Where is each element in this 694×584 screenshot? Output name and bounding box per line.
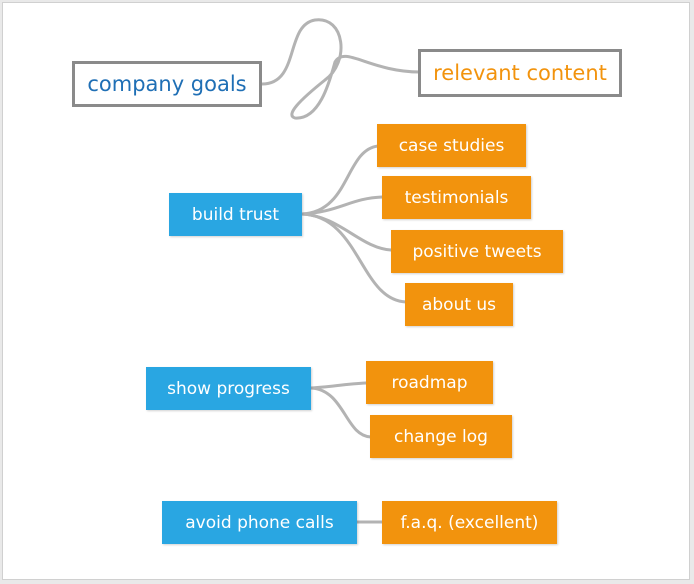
content-case-studies: case studies	[377, 124, 526, 167]
link-show-progress-roadmap	[309, 381, 368, 390]
goal-label: build trust	[191, 204, 280, 225]
goal-label: avoid phone calls	[185, 512, 334, 533]
content-label: about us	[421, 294, 497, 315]
goal-show-progress: show progress	[146, 367, 311, 410]
goal-avoid-phone-calls: avoid phone calls	[162, 501, 357, 544]
content-roadmap: roadmap	[366, 361, 493, 404]
content-about-us: about us	[405, 283, 513, 326]
content-label: roadmap	[391, 372, 468, 393]
content-label: change log	[394, 426, 488, 447]
content-change-log: change log	[370, 415, 512, 458]
content-label: positive tweets	[412, 241, 542, 262]
content-testimonials: testimonials	[382, 176, 531, 219]
link-build-trust-about-us	[300, 212, 408, 304]
content-faq: f.a.q. (excellent)	[382, 501, 557, 544]
goal-build-trust: build trust	[169, 193, 302, 236]
content-label: case studies	[398, 135, 505, 156]
content-label: testimonials	[404, 187, 509, 208]
goal-label: show progress	[167, 378, 290, 399]
link-build-trust-positive-tweets	[300, 212, 393, 252]
content-positive-tweets: positive tweets	[391, 230, 563, 273]
relevant-content-label: relevant content	[433, 61, 607, 85]
link-build-trust-testimonials	[300, 195, 385, 216]
link-build-trust-case-studies	[300, 144, 380, 216]
header-connector	[260, 18, 422, 120]
relevant-content-box: relevant content	[418, 49, 622, 97]
content-label: f.a.q. (excellent)	[400, 512, 539, 533]
company-goals-box: company goals	[72, 61, 262, 107]
company-goals-label: company goals	[87, 72, 247, 96]
link-show-progress-change-log	[309, 386, 373, 439]
